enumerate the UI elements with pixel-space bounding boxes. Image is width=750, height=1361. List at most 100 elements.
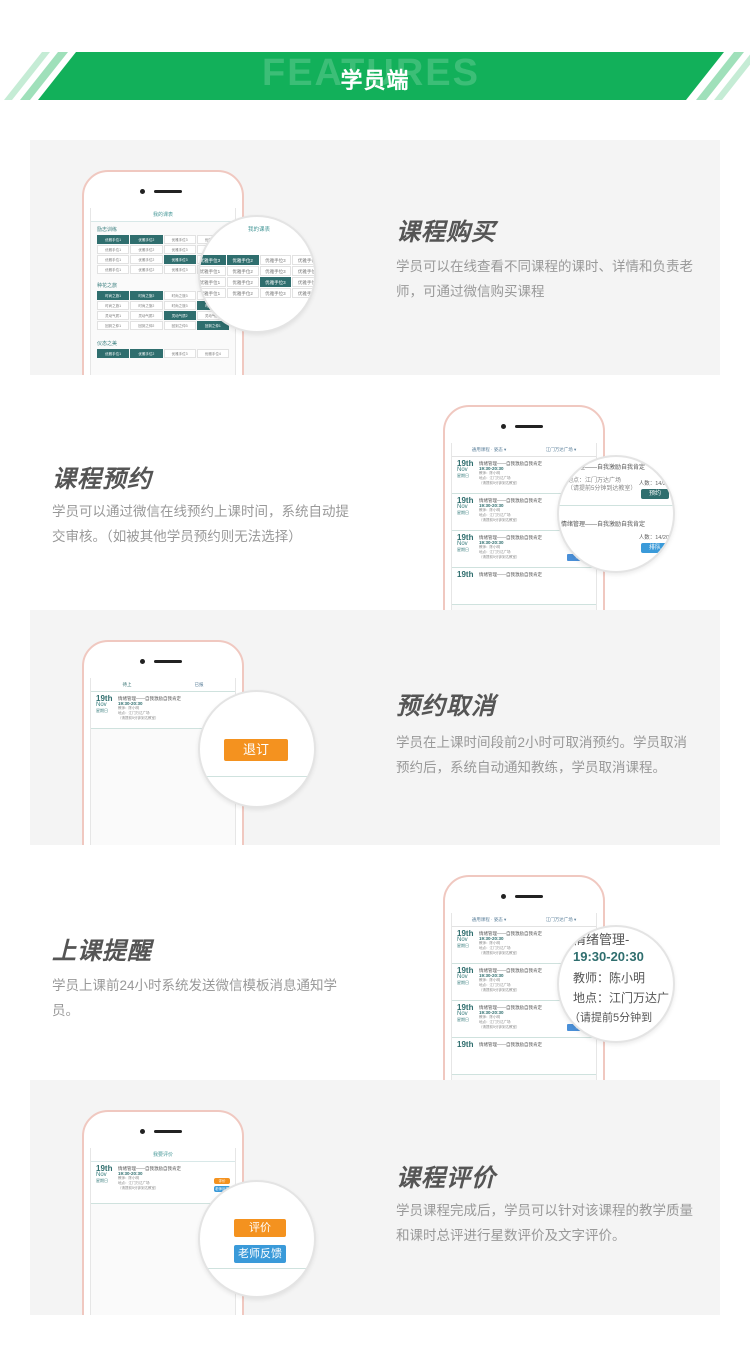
feature-desc: 学员可以通过微信在线预约上课时间，系统自动提交审核。（如被其他学员预约则无法选择… — [52, 504, 349, 544]
course-cell[interactable]: 优雅手位4 — [292, 288, 314, 298]
feature-desc: 学员在上课时间段前2小时可取消预约。学员取消预约后，系统自动通知教练，学员取消课… — [396, 735, 688, 775]
course-cell[interactable]: 优雅手位1 — [200, 266, 226, 276]
course-cell[interactable]: 优雅手位1 — [200, 288, 226, 298]
course-cell[interactable]: 优雅手位3 — [259, 277, 292, 287]
course-cell[interactable]: 优雅手位2 — [226, 255, 259, 265]
reminder-note: （请提前5分钟到 — [569, 1012, 653, 1024]
filter-course[interactable]: 通用课程 · 姿态 ▾ — [471, 446, 507, 452]
filter-bar: 通用课程 · 姿态 ▾ 江门万达广场 ▾ — [452, 913, 596, 927]
course-cell[interactable]: 优雅手位2 — [226, 277, 259, 287]
banner-shape — [4, 52, 750, 100]
feature-title: 课程评价 — [396, 1165, 496, 1192]
course-cell[interactable]: 灵动气质2 — [163, 311, 196, 320]
tab-booked[interactable]: 已报 — [194, 681, 204, 687]
filter-bar: 通用课程 · 姿态 ▾ 江门万达广场 ▾ — [452, 443, 596, 457]
course-cell[interactable]: 回到之仲1 — [97, 321, 130, 330]
group-label: 仪态之美 — [97, 341, 118, 347]
tab-bar: 待上 已报 — [91, 678, 235, 692]
book-button[interactable]: 预约 — [641, 489, 669, 499]
course-cell[interactable]: 优雅手位3 — [163, 245, 196, 254]
course-cell[interactable]: 优雅手位4 — [292, 266, 314, 276]
course-cell[interactable]: 优雅手位1 — [97, 235, 130, 244]
feature-title: 上课提醒 — [52, 938, 152, 965]
group-label: 种花之旅 — [97, 283, 118, 289]
unsubscribe-button[interactable]: 退订 — [224, 739, 288, 761]
course-cell[interactable]: 优雅手位3 — [259, 255, 292, 265]
course-cell[interactable]: 优雅手位3 — [259, 266, 292, 276]
course-cell[interactable]: 优雅手位3 — [200, 255, 226, 265]
filter-location[interactable]: 江门万达广场 ▾ — [545, 916, 577, 922]
course-cell[interactable]: 优雅手位4 — [292, 277, 314, 287]
course-cell[interactable]: 优雅手位3 — [163, 265, 196, 274]
course-cell[interactable]: 时尚之旅2 — [130, 291, 163, 300]
feature-title: 课程预约 — [52, 466, 152, 493]
course-cell[interactable]: 优雅手位1 — [97, 245, 130, 254]
course-cell[interactable]: 优雅手位3 — [259, 288, 292, 298]
rate-button[interactable]: 评价 — [214, 1178, 230, 1184]
course-cell[interactable]: 优雅手位2 — [226, 266, 259, 276]
filter-location[interactable]: 江门万达广场 ▾ — [545, 446, 577, 452]
course-cell[interactable]: 优雅手位2 — [130, 235, 163, 244]
screen-header: 我要评价 — [91, 1148, 235, 1162]
course-cell[interactable]: 时尚之旅1 — [97, 291, 130, 300]
queue-button[interactable]: 排队 — [641, 543, 669, 553]
banner-title: 学员端 — [340, 68, 410, 93]
course-cell[interactable]: 回到之仲3 — [163, 321, 196, 330]
course-cell[interactable]: 回到之仲2 — [130, 321, 163, 330]
magnifier-circle: 退订 — [198, 690, 316, 808]
feedback-button[interactable]: 老师反馈 — [234, 1245, 286, 1263]
feature-class-reminder: 上课提醒 学员上课前24小时系统发送微信模板消息通知学员。 通用课程 · 姿态 … — [0, 845, 750, 1080]
banner-ghost-text: FEATURES — [262, 52, 480, 94]
filter-course[interactable]: 通用课程 · 姿态 ▾ — [471, 916, 507, 922]
course-cell[interactable]: 时尚之旅3 — [163, 291, 196, 300]
course-cell[interactable]: 优雅手位3 — [163, 255, 196, 264]
course-cell[interactable]: 优雅手位3 — [163, 235, 196, 244]
booking-item: 19th 情绪管理——自我激励自我肯定 — [452, 1038, 596, 1075]
magnifier-circle: 我的课表 优雅手位3 优雅手位2 优雅手位3 优雅手位4 优雅手位1 优雅手位2… — [198, 215, 316, 333]
course-cell[interactable]: 灵动气质1 — [97, 311, 130, 320]
course-cell[interactable]: 优雅手位4 — [292, 255, 314, 265]
feature-desc: 学员可以在线查看不同课程的课时、详情和负责老师，可通过微信购买课程 — [396, 259, 693, 299]
course-cell[interactable]: 时尚之旅1 — [97, 301, 130, 310]
course-cell[interactable]: 优雅手位1 — [97, 349, 130, 358]
course-cell[interactable]: 优雅手位1 — [97, 265, 130, 274]
course-cell[interactable]: 优雅手位3 — [163, 349, 196, 358]
reminder-teacher: 教师：陈小明 — [573, 971, 646, 985]
feature-title: 课程购买 — [396, 219, 496, 246]
feature-desc: 学员上课前24小时系统发送微信模板消息通知学员。 — [52, 978, 338, 1018]
magnifier-circle: 情绪管理- 19:30-20:30 教师：陈小明 地点：江门万达广 （请提前5分… — [557, 925, 675, 1043]
rate-button[interactable]: 评价 — [234, 1219, 286, 1237]
group-label: 励志训练 — [97, 227, 118, 233]
course-cell[interactable]: 时尚之旅2 — [130, 301, 163, 310]
magnifier-circle: 情绪管理——自我激励自我肯定 地点：江门万达广场 （请提前5分钟到达教室） 人数… — [557, 455, 675, 573]
screen-header: 我的课表 — [91, 208, 235, 222]
magnifier-circle: 评价 老师反馈 — [198, 1180, 316, 1298]
feedback-button[interactable]: 老师反馈 — [214, 1186, 230, 1192]
count-label: 人数：14/20 — [638, 535, 669, 541]
tab-upcoming[interactable]: 待上 — [122, 681, 132, 687]
phone-screen: 我的课表 励志训练 优雅手位1 优雅手位2 优雅手位3 优雅手位4 优雅手位1 … — [90, 208, 236, 375]
feature-course-purchase: 我的课表 励志训练 优雅手位1 优雅手位2 优雅手位3 优雅手位4 优雅手位1 … — [30, 140, 720, 375]
course-cell[interactable]: 优雅手位1 — [200, 277, 226, 287]
course-cell[interactable]: 优雅手位2 — [130, 245, 163, 254]
course-cell[interactable]: 优雅手位1 — [97, 255, 130, 264]
course-cell[interactable]: 优雅手位4 — [196, 349, 229, 358]
course-cell[interactable]: 优雅手位2 — [130, 349, 163, 358]
course-cell[interactable]: 时尚之旅3 — [163, 301, 196, 310]
course-cell[interactable]: 优雅手位2 — [226, 288, 259, 298]
booking-item: 19th 情绪管理——自我激励自我肯定 — [452, 568, 596, 605]
course-cell[interactable]: 优雅手位2 — [130, 265, 163, 274]
course-cell[interactable]: 优雅手位2 — [130, 255, 163, 264]
section-banner: FEATURES 学员端 — [0, 52, 750, 100]
feature-desc: 学员课程完成后，学员可以针对该课程的教学质量和课时总评进行星数评价及文字评价。 — [396, 1203, 693, 1243]
course-cell[interactable]: 灵动气质2 — [130, 311, 163, 320]
reminder-course: 情绪管理- — [573, 932, 630, 947]
reminder-place: 地点：江门万达广 — [573, 991, 670, 1005]
